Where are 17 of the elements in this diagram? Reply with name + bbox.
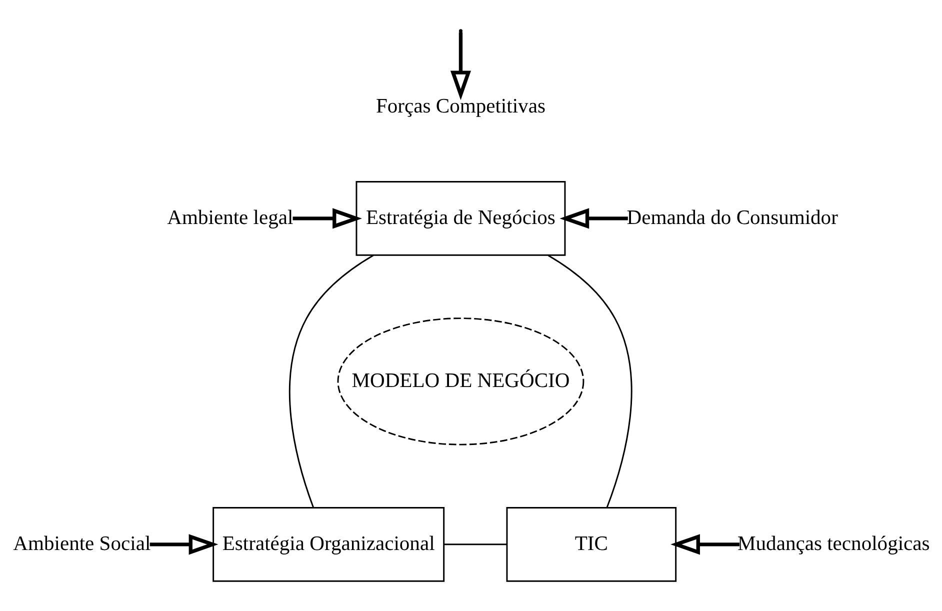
node-text: Ambiente Social [13, 532, 151, 555]
arrow [670, 534, 740, 555]
connector [444, 544, 507, 546]
arrow [560, 208, 628, 229]
node-text: Demanda do Consumidor [626, 206, 838, 229]
node-text: Forças Competitivas [376, 95, 546, 118]
node-text: Ambiente legal [167, 206, 294, 229]
arrow [150, 534, 218, 555]
node-box: Estratégia Organizacional [212, 506, 445, 582]
connector [289, 254, 374, 508]
node-text: Mudanças tecnológicas [738, 532, 930, 555]
node-box: Estratégia de Negócios [356, 181, 566, 256]
arrow [292, 208, 362, 229]
node-box: TIC [506, 506, 677, 582]
connector [548, 254, 632, 508]
node-ellipse: MODELO DE NEGÓCIO [337, 318, 584, 446]
arrow [450, 32, 472, 100]
